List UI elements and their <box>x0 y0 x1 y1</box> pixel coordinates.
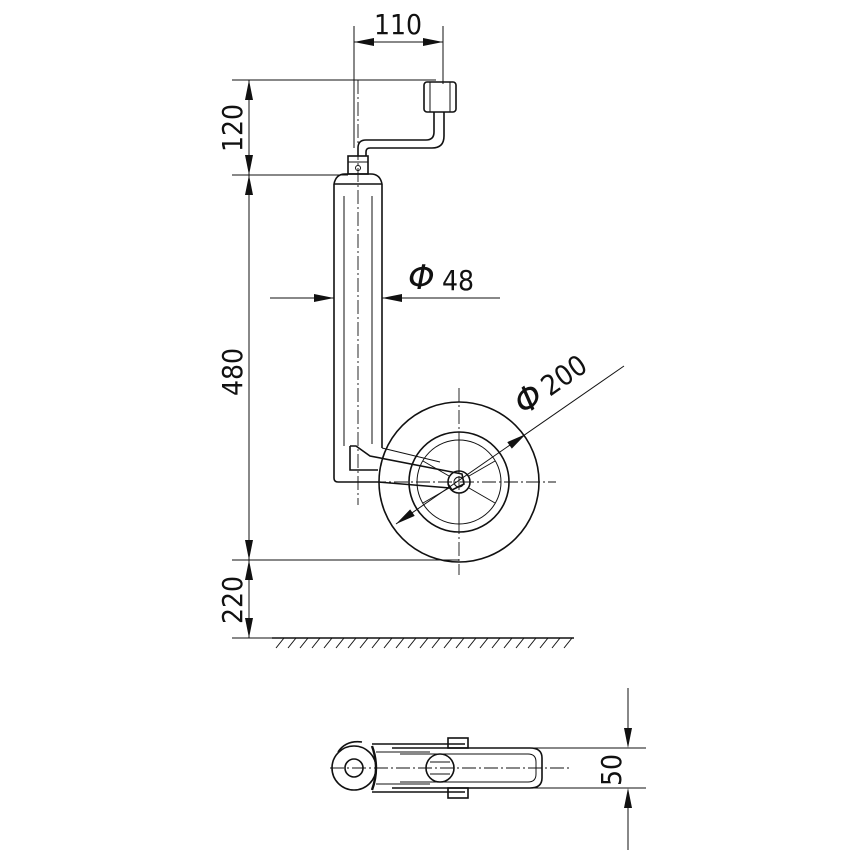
dimension-label-wheel-width: 50 <box>595 754 628 786</box>
phi-symbol-tube: Φ <box>408 258 435 298</box>
dimension-tube-length: 480 <box>216 175 253 560</box>
dimension-ground-clearance: 220 <box>216 560 253 638</box>
dimension-label-tube-length: 480 <box>216 348 249 396</box>
dimension-label-crank-offset: 110 <box>374 8 422 41</box>
ground-line <box>272 637 574 649</box>
dimension-label-wheel-diameter: 200 <box>535 348 593 403</box>
side-view: 110 120 480 220 <box>216 8 625 649</box>
dimension-crank-height: 120 <box>216 80 253 175</box>
top-view: 50 <box>330 688 646 850</box>
crank-arm <box>357 112 445 156</box>
dimension-crank-offset: 110 <box>353 8 444 148</box>
top-view-tube-end <box>331 740 377 791</box>
crank-handle-knob <box>423 81 457 113</box>
dimension-wheel-width: 50 <box>595 688 632 850</box>
fork-bracket <box>333 445 465 492</box>
dimension-label-crank-height: 120 <box>216 104 249 152</box>
dimension-label-ground-clearance: 220 <box>216 576 249 624</box>
dimension-tube-diameter: Φ 48 <box>270 258 500 302</box>
outer-tube <box>333 173 383 458</box>
dimension-label-tube-diameter: 48 <box>442 264 474 297</box>
